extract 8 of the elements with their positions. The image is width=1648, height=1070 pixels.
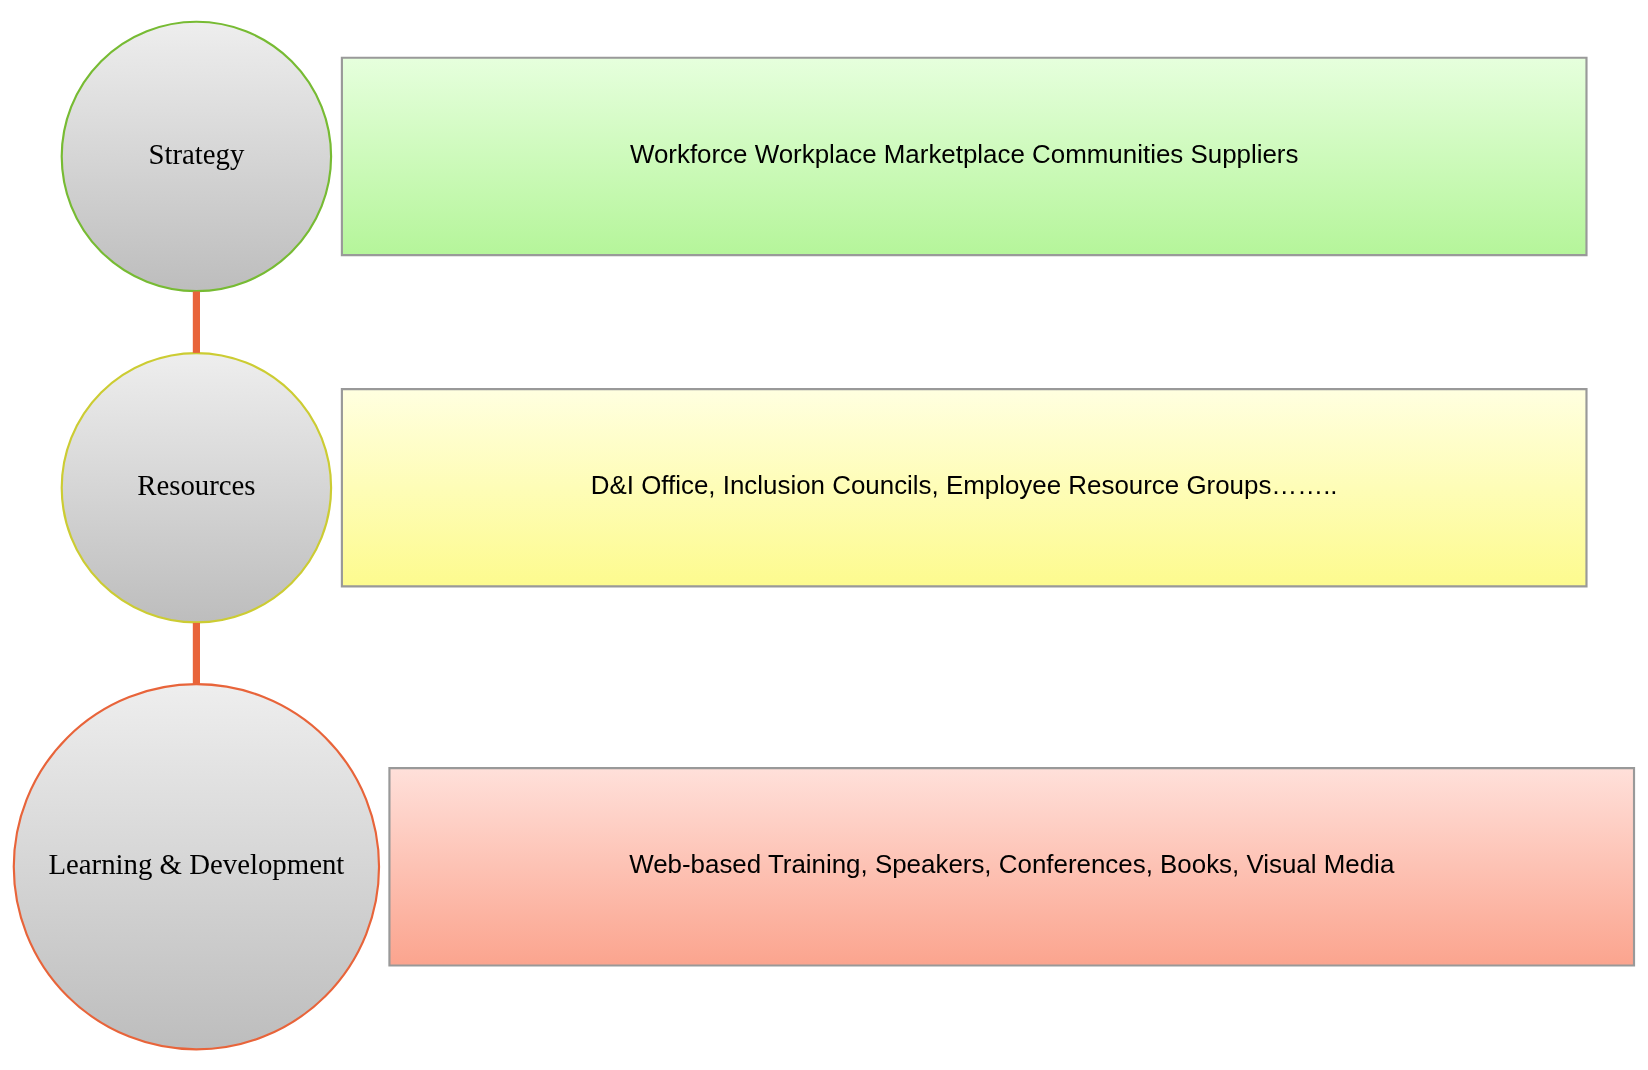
node-circle: Learning & Development (12, 682, 381, 1050)
node-circle: Resources (60, 351, 333, 624)
node-box: Workforce Workplace Marketplace Communities Suppliers (340, 56, 1588, 256)
node-box: Web-based Training, Speakers, Conferences, Books, Visual Media (388, 766, 1636, 967)
node-box: D&I Office, Inclusion Councils, Employee Resource Groups…….. (340, 387, 1588, 588)
connector (192, 291, 200, 353)
node-circle: Strategy (60, 20, 333, 292)
connector (192, 622, 200, 684)
